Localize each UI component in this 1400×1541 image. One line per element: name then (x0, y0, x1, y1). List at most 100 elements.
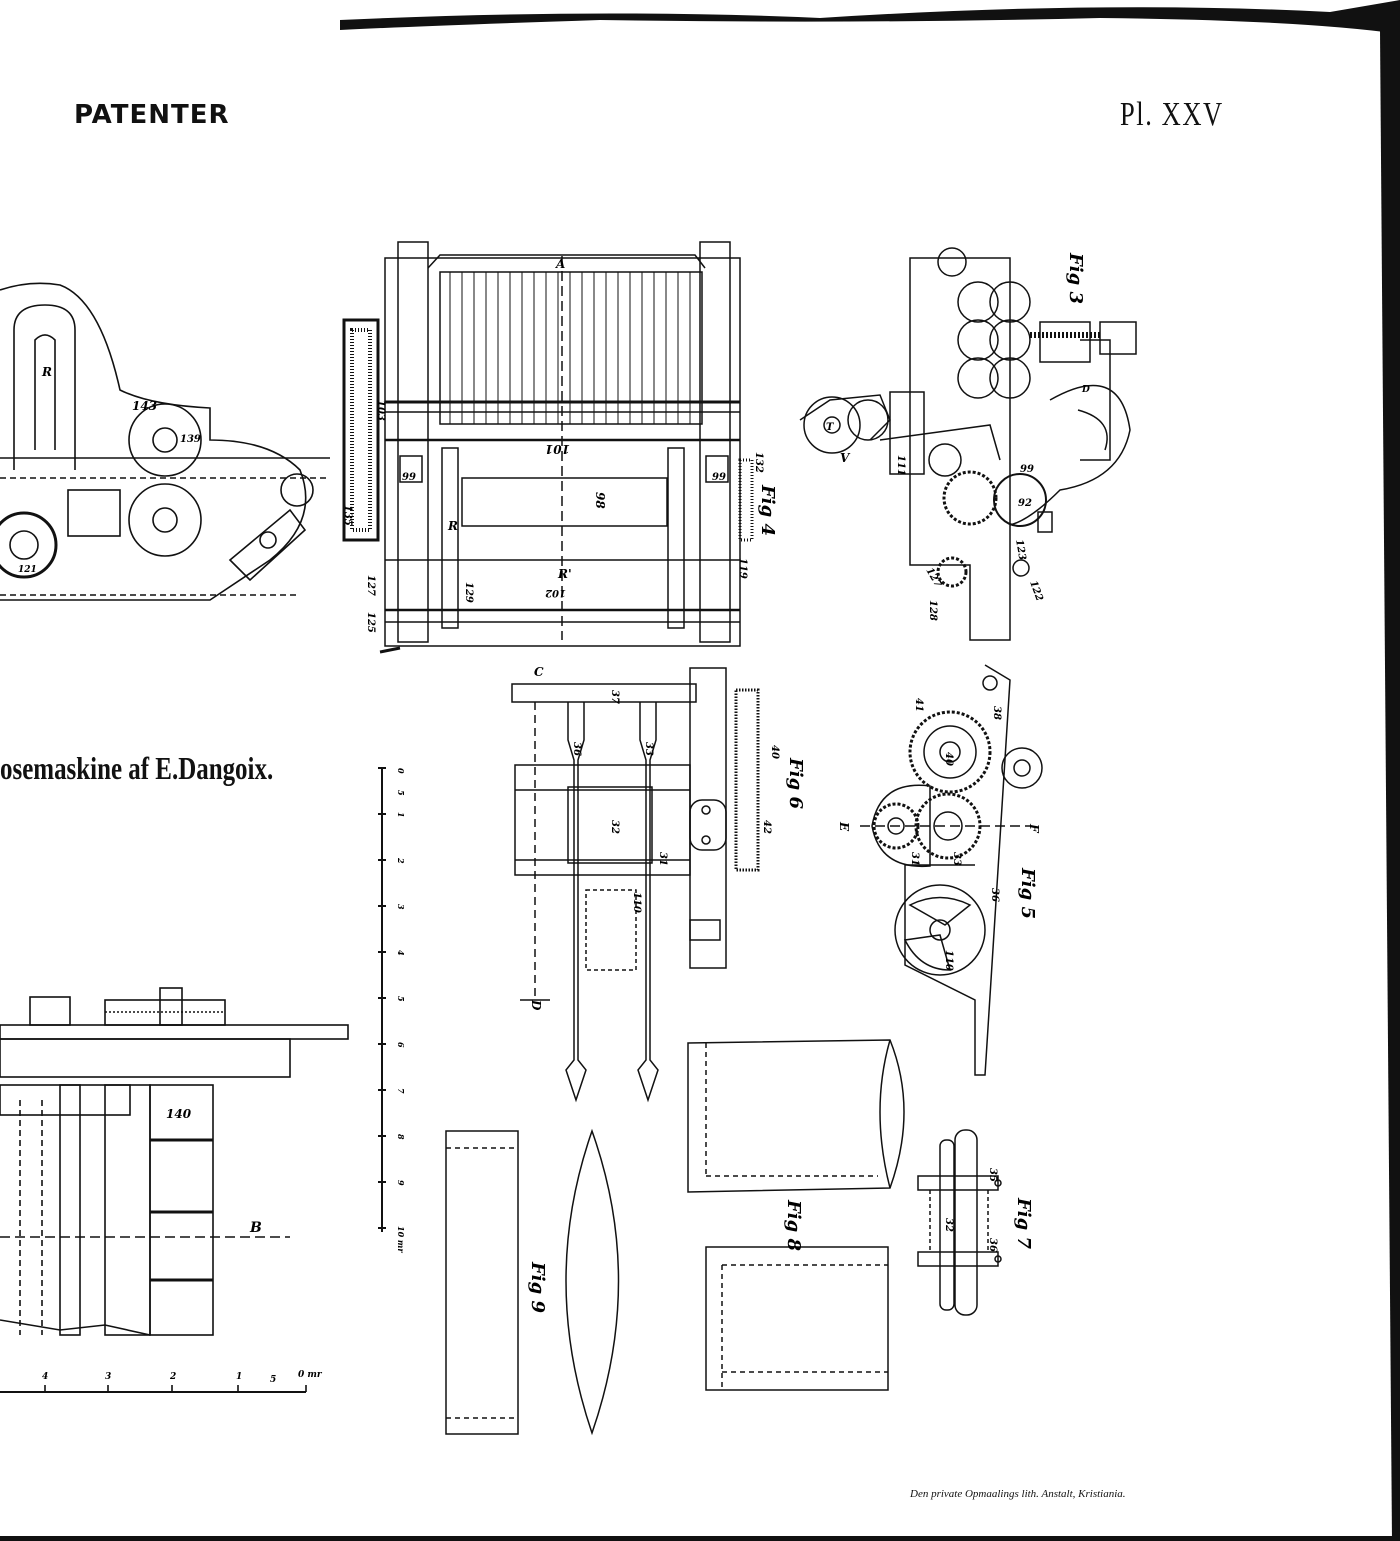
fig4-label-a: A (555, 257, 565, 271)
fig3-label-122: 122 (1027, 579, 1044, 602)
fig6-label-40: 40 (769, 745, 780, 759)
fig5-label-f: F (1027, 823, 1041, 834)
fig3-label-v: V (840, 451, 851, 465)
fig6-label-36: 36 (571, 742, 582, 756)
fig7-label-36: 36 (987, 1238, 998, 1252)
fig4-label-99a: 99 (402, 472, 416, 483)
fig3-label-99: 99 (1020, 464, 1034, 475)
fig7-detail-view (917, 1129, 1002, 1316)
vscale-tick-2: 2 (396, 857, 406, 864)
fig4-part-labels: A 103 101 98 99 99 132 135 129 102 125 1… (342, 257, 764, 633)
fig1-side-view (0, 282, 330, 601)
fig7-label-35: 35 (987, 1168, 998, 1182)
lithographer-imprint: Den private Opmaalings lith. Anstalt, Kr… (910, 1488, 1126, 1500)
fig6-label-32: 32 (609, 820, 620, 834)
header-title: PATENTER (74, 100, 230, 130)
fig6-label-110: 110 (631, 892, 642, 913)
hscale-tick-2: 2 (169, 1372, 176, 1382)
fig5-caption: Fig 5 (1017, 867, 1038, 919)
fig1-label-r: R (41, 365, 52, 379)
vscale-tick-0: 0 (396, 768, 406, 774)
hscale-tick-0: 0 mr (298, 1370, 323, 1380)
fig8-caption: Fig 8 (783, 1199, 804, 1251)
vertical-scale-labels: 0 5 1 2 3 4 5 6 7 8 9 10 mr (396, 768, 406, 1253)
fig6-part-labels: C D 37 36 33 32 31 40 42 110 (529, 665, 780, 1011)
fig5-label-36: 36 (989, 888, 1000, 902)
fig6-label-31: 31 (657, 852, 668, 866)
fig5-gear-view (860, 664, 1043, 1076)
fig6-label-37: 37 (609, 690, 620, 704)
vscale-tick-3: 3 (396, 904, 406, 910)
fig3-label-123: 123 (1013, 539, 1027, 562)
fig5-label-31: 31 (909, 852, 920, 866)
fig4-roller-slats (449, 272, 691, 424)
plate-number: Pl. XXV (1120, 96, 1224, 133)
vscale-tick-6: 6 (396, 1042, 406, 1048)
vscale-tick-9: 9 (396, 1180, 406, 1186)
fig9-bag-views (445, 1128, 620, 1436)
fig5-label-33: 33 (951, 852, 962, 866)
fig1-label-139: 139 (180, 434, 201, 445)
fig7-caption: Fig 7 (1013, 1197, 1034, 1249)
hscale-tick-3: 3 (105, 1372, 111, 1382)
fig4-label-132: 132 (753, 452, 764, 473)
fig5-label-38: 38 (991, 706, 1002, 720)
vscale-tick-10: 10 mr (396, 1226, 406, 1253)
horizontal-scale-labels: 4 3 2 1 5 0 mr (42, 1370, 323, 1385)
vscale-tick-7: 7 (396, 1088, 406, 1094)
fig4-label-119: 119 (737, 558, 748, 579)
vscale-tick-5: 5 (396, 996, 406, 1002)
fig4-label-127: 127 (365, 575, 376, 596)
fig3-label-92: 92 (1018, 498, 1032, 509)
fig1-label-121: 121 (18, 565, 37, 575)
fig4-label-101: 101 (545, 442, 570, 456)
fig2-label-b: B (249, 1220, 262, 1236)
vscale-tick-8: 8 (396, 1134, 406, 1140)
fig3-side-view (799, 247, 1137, 641)
vscale-tick-4: 4 (396, 950, 406, 956)
fig5-part-labels: E F 38 40 41 36 31 33 110 (837, 698, 1041, 971)
fig6-label-42: 42 (761, 820, 772, 834)
fig4-label-99b: 99 (712, 472, 726, 483)
machine-title: osemaskine af E.Dangoix. (0, 750, 274, 786)
vscale-tick-5a: 5 (396, 790, 406, 796)
hscale-tick-4: 4 (42, 1372, 48, 1382)
fig6-caption: Fig 6 (785, 757, 806, 809)
fig3-label-111: 111 (895, 455, 906, 476)
fig3-part-labels: V T 111 99 128 127 122 123 92 D (826, 385, 1090, 621)
fig3-label-t: T (826, 422, 835, 433)
fig3-caption: Fig 3 (1065, 252, 1086, 304)
vertical-scale (378, 767, 386, 1232)
fig1-label-143: 143 (132, 399, 157, 413)
fig4-plan-view (342, 241, 754, 654)
fig5-label-110: 110 (943, 950, 954, 971)
hscale-tick-1: 1 (236, 1372, 242, 1382)
fig4-label-135: 135 (342, 505, 353, 526)
fig4-label-125: 125 (365, 612, 376, 633)
fig3-label-d: D (1081, 385, 1090, 395)
fig4-caption: Fig 4 (757, 484, 778, 536)
fig3-label-127: 127 (923, 566, 943, 590)
fig4-label-98: 98 (593, 492, 607, 509)
vscale-tick-1: 1 (396, 812, 406, 818)
hscale-tick-5: 5 (270, 1375, 276, 1385)
fig6-label-d: D (529, 999, 543, 1011)
fig3-label-128: 128 (927, 600, 938, 621)
fig2-top-view (0, 987, 349, 1393)
fig6-label-c: C (534, 665, 544, 679)
fig5-label-40: 40 (943, 752, 954, 766)
fig4-label-129: 129 (463, 582, 474, 603)
fig5-label-41: 41 (913, 698, 924, 712)
fig6-detail-view (511, 667, 760, 1103)
fig6-label-33: 33 (643, 742, 654, 756)
fig5-label-e: E (837, 821, 851, 832)
fig4-label-r-prime: R' (557, 567, 572, 581)
fig4-label-r: R (447, 519, 458, 533)
fig7-part-labels: 35 36 32 (943, 1168, 998, 1252)
fig2-label-140: 140 (166, 1107, 192, 1121)
fig4-label-102: 102 (545, 587, 566, 598)
fig8-bag-views (687, 1039, 905, 1391)
fig4-label-103: 103 (375, 400, 386, 421)
